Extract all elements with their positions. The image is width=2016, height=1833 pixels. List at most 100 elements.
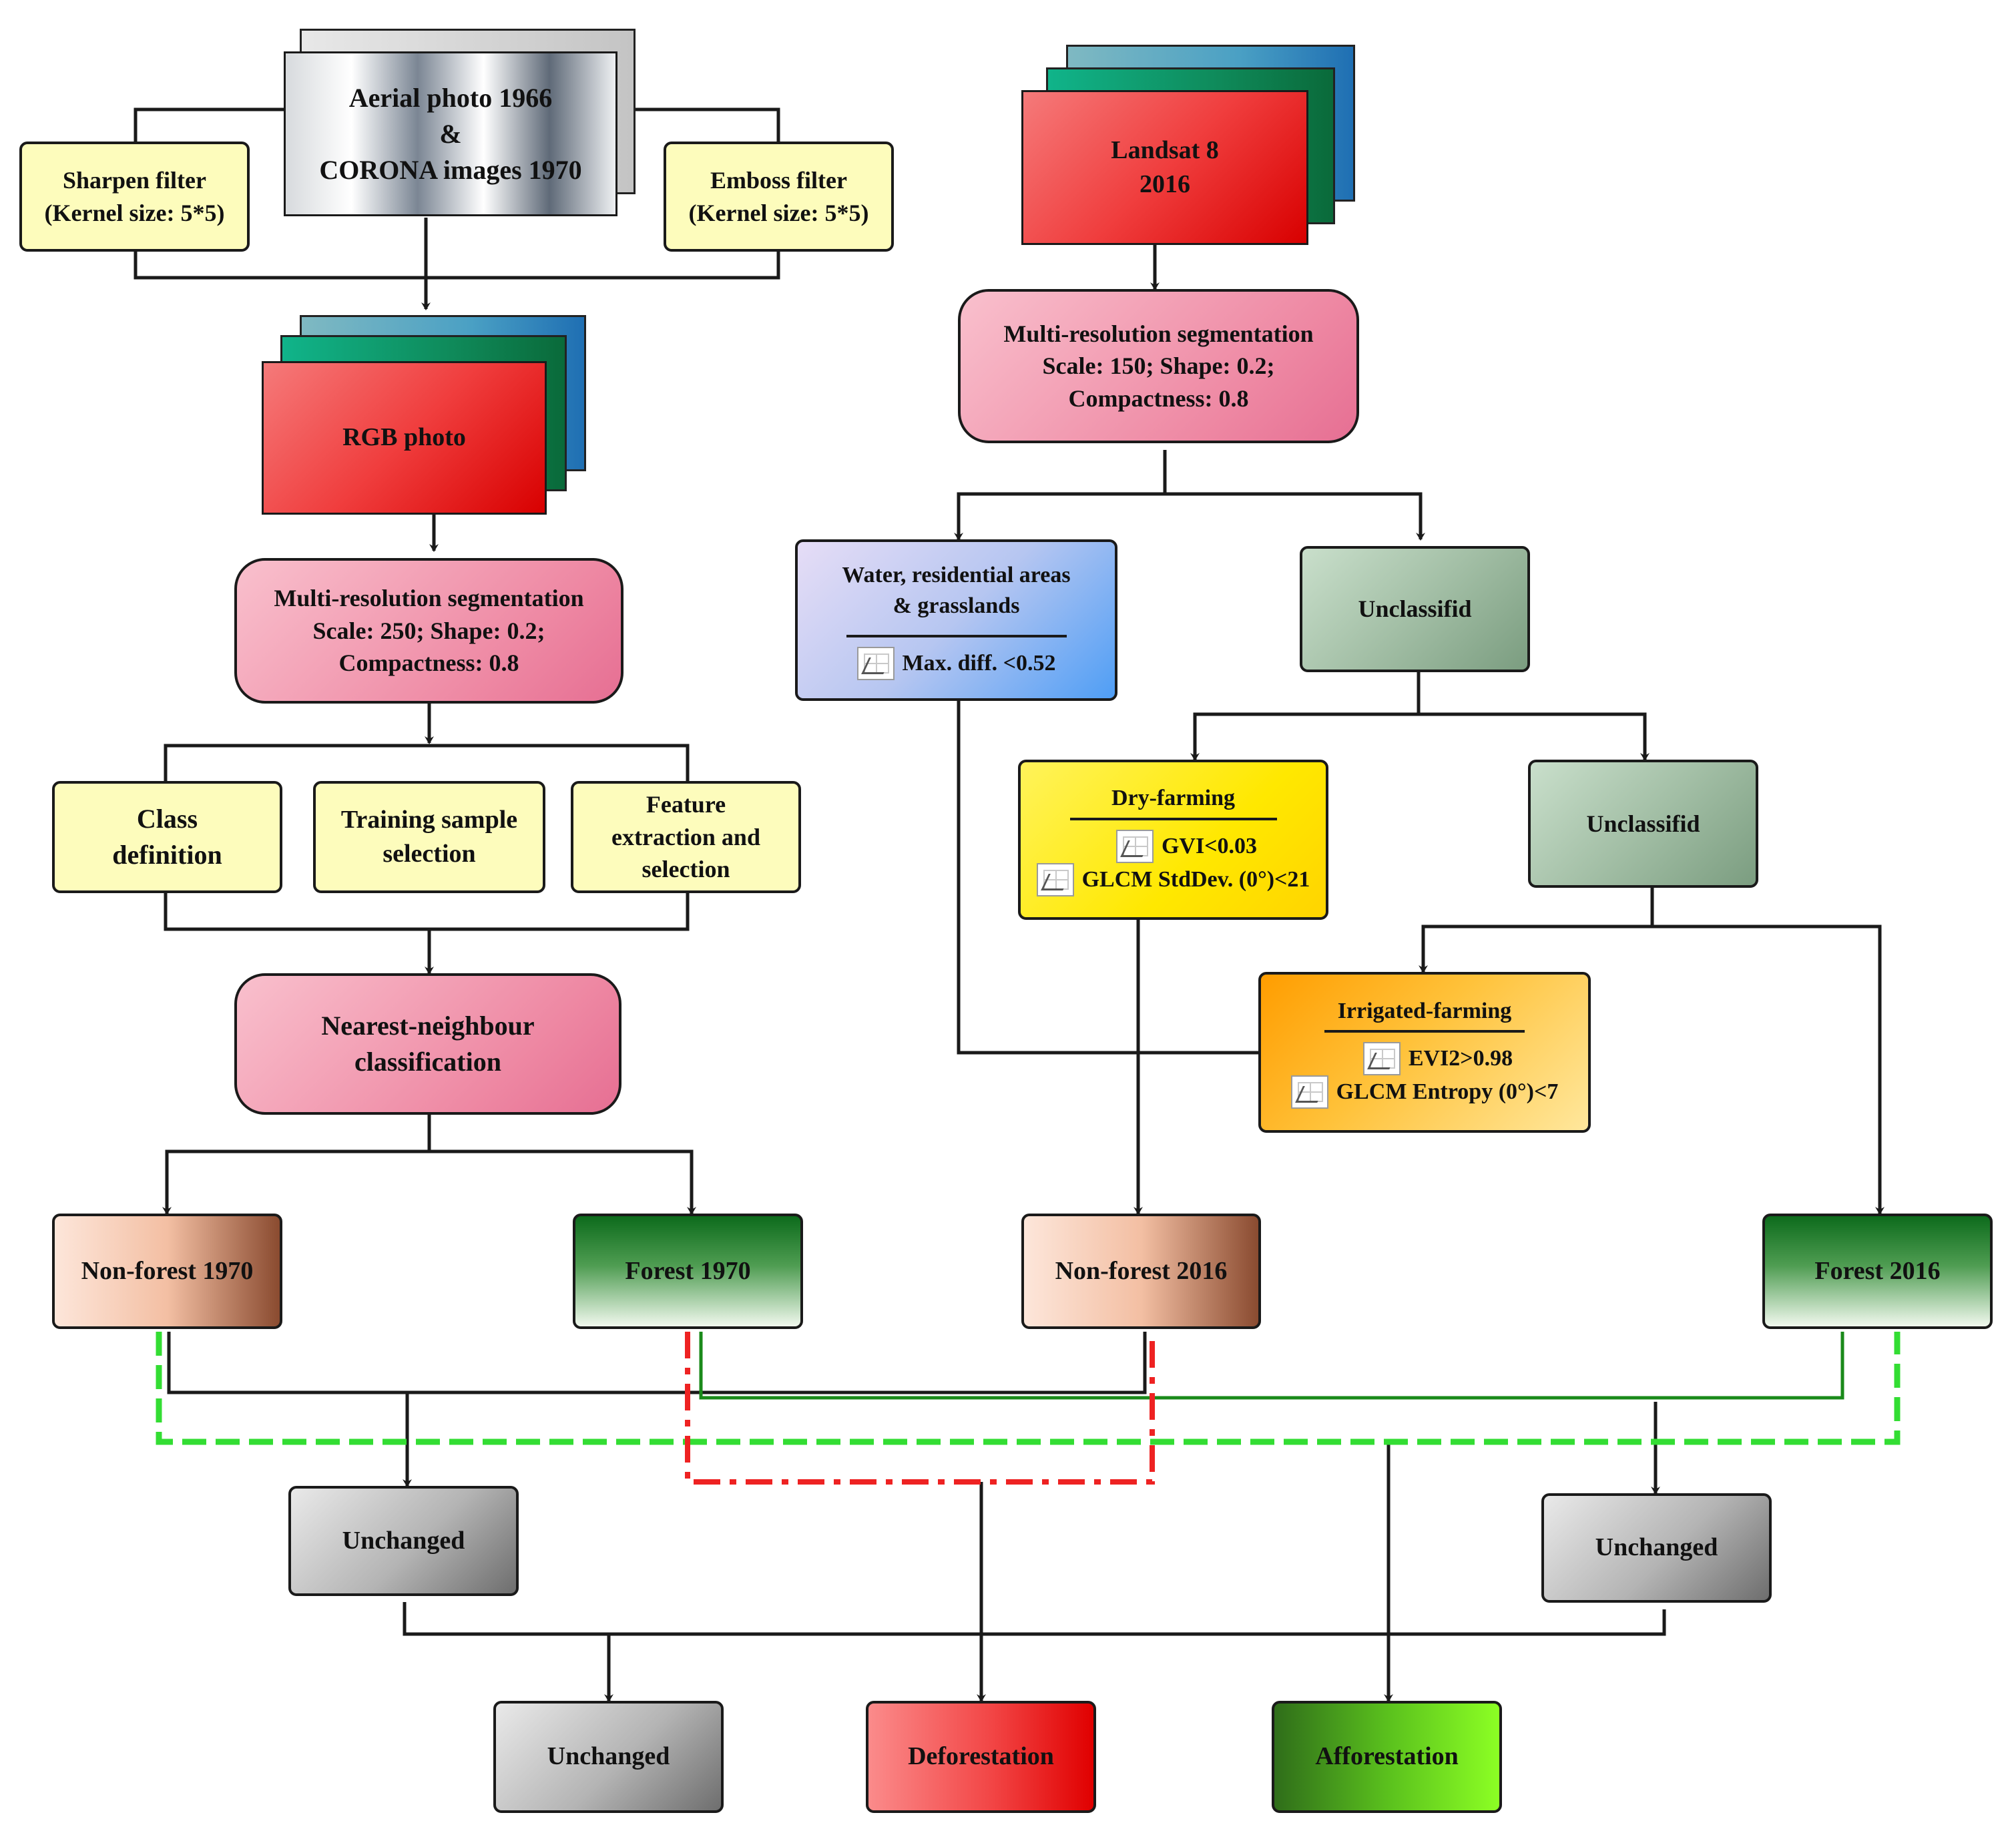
nonforest-1970-box: Non-forest 1970: [52, 1214, 282, 1329]
deforestation-label: Deforestation: [908, 1742, 1054, 1771]
seg2016-line-3: Compactness: 0.8: [1068, 384, 1249, 412]
connector-nonforest-unchanged: [167, 1332, 1147, 1394]
water-title-2: & grasslands: [846, 591, 1067, 637]
connector-unclass1-split: [1417, 672, 1650, 761]
training-line-2: selection: [383, 840, 476, 868]
unclassified-2-box: Unclassifid: [1528, 760, 1758, 888]
connector-unchanged-merge: [403, 1602, 1666, 1636]
seg1970-line-1: Multi-resolution segmentation: [274, 585, 584, 612]
afforestation-label: Afforestation: [1315, 1742, 1459, 1771]
segmentation-2016-box: Multi-resolution segmentation Scale: 150…: [958, 289, 1359, 443]
emboss-line-2: (Kernel size: 5*5): [688, 199, 869, 226]
nonforest1970-label: Non-forest 1970: [81, 1256, 254, 1285]
rgb-label: RGB photo: [342, 423, 466, 452]
landsat-box: Landsat 8 2016: [1021, 90, 1308, 245]
training-sample-box: Training sample selection: [313, 781, 545, 893]
connector-nn-left: [162, 1149, 429, 1215]
water-title-1: Water, residential areas: [842, 563, 1071, 588]
landsat-line-2: 2016: [1140, 170, 1190, 198]
connector-seg2016-water: [954, 492, 1165, 541]
feature-chart-icon: [856, 646, 895, 680]
unch-bottom-label: Unchanged: [547, 1742, 670, 1771]
water-rule-row: Max. diff. <0.52: [856, 646, 1056, 680]
nonforest2016-label: Non-forest 2016: [1055, 1256, 1228, 1285]
aerial-line-1: Aerial photo 1966: [348, 82, 553, 113]
forest-2016-box: Forest 2016: [1762, 1214, 1993, 1329]
nearest-neighbour-box: Nearest-neighbour classification: [234, 973, 621, 1115]
dry-farming-box: Dry-farming GVI<0.03 GLCM StdDev. (0°)<2…: [1018, 760, 1328, 920]
forest-1970-box: Forest 1970: [573, 1214, 803, 1329]
feature-line-1: Feature: [646, 791, 726, 818]
unch-right-label: Unchanged: [1595, 1533, 1718, 1562]
connector-sharpen-loop: [134, 247, 780, 280]
unch-left-label: Unchanged: [342, 1526, 465, 1555]
segmentation-1970-box: Multi-resolution segmentation Scale: 250…: [234, 558, 623, 704]
connector-seg2016-split: [1163, 450, 1425, 541]
water-rule: Max. diff. <0.52: [902, 650, 1056, 676]
connector-split-bar: [164, 744, 690, 781]
feature-chart-icon: [1036, 862, 1074, 896]
seg2016-line-2: Scale: 150; Shape: 0.2;: [1042, 352, 1275, 380]
connector-deforestation-dashed: [685, 1332, 1155, 1485]
water-residential-box: Water, residential areas & grasslands Ma…: [795, 539, 1117, 701]
nn-line-2: classification: [354, 1047, 501, 1077]
feature-chart-icon: [1115, 829, 1154, 863]
emboss-line-1: Emboss filter: [710, 166, 847, 194]
sharpen-line-2: (Kernel size: 5*5): [44, 199, 225, 226]
connector-nn-split: [427, 1115, 696, 1215]
irrig-rule-1-row: EVI2>0.98: [1362, 1042, 1513, 1076]
class-def-line-2: definition: [112, 840, 222, 870]
seg1970-line-2: Scale: 250; Shape: 0.2;: [312, 617, 545, 644]
dry-rule-2-row: GLCM StdDev. (0°)<21: [1036, 862, 1310, 896]
class-definition-box: Class definition: [52, 781, 282, 893]
deforestation-box: Deforestation: [866, 1701, 1096, 1813]
irrig-rule-1: EVI2>0.98: [1408, 1046, 1513, 1071]
forest1970-label: Forest 1970: [625, 1256, 751, 1285]
connector-unclass1-dry: [1190, 712, 1419, 761]
dry-rule-1: GVI<0.03: [1161, 833, 1258, 858]
irrig-title: Irrigated-farming: [1324, 996, 1525, 1033]
feature-line-2: extraction and: [611, 823, 760, 850]
connector-boxes-bottom: [164, 893, 690, 931]
aerial-line-2: &: [439, 118, 462, 149]
emboss-filter-box: Emboss filter (Kernel size: 5*5): [664, 142, 894, 252]
connector-unclass2-irrig: [1419, 888, 1654, 973]
nn-line-1: Nearest-neighbour: [321, 1011, 535, 1041]
dry-title: Dry-farming: [1069, 783, 1277, 820]
rgb-photo-box: RGB photo: [262, 361, 547, 515]
unclass1-label: Unclassifid: [1358, 595, 1472, 623]
sharpen-line-1: Sharpen filter: [63, 166, 206, 194]
connector-water-irrig: [957, 701, 1258, 1055]
class-def-line-1: Class: [136, 804, 198, 834]
unchanged-right-box: Unchanged: [1541, 1493, 1772, 1603]
dry-rule-2: GLCM StdDev. (0°)<21: [1081, 866, 1310, 892]
feature-line-3: selection: [642, 856, 730, 883]
sharpen-filter-box: Sharpen filter (Kernel size: 5*5): [19, 142, 250, 252]
seg1970-line-3: Compactness: 0.8: [338, 649, 519, 677]
unchanged-left-box: Unchanged: [288, 1486, 519, 1596]
irrig-rule-2-row: GLCM Entropy (0°)<7: [1290, 1075, 1559, 1109]
landsat-line-1: Landsat 8: [1111, 136, 1219, 164]
dry-rule-1-row: GVI<0.03: [1115, 829, 1258, 863]
irrigated-farming-box: Irrigated-farming EVI2>0.98 GLCM Entropy…: [1258, 972, 1591, 1133]
connector-unclass2-forest: [1652, 925, 1884, 1215]
connector-aerial-sharpen: [134, 107, 284, 142]
unclass2-label: Unclassifid: [1586, 810, 1700, 837]
connector-aerial-emboss: [630, 107, 780, 142]
forest2016-label: Forest 2016: [1814, 1256, 1941, 1285]
aerial-line-3: CORONA images 1970: [319, 154, 582, 185]
seg2016-line-1: Multi-resolution segmentation: [1003, 320, 1314, 347]
unclassified-1-box: Unclassifid: [1300, 546, 1530, 672]
training-line-1: Training sample: [340, 805, 518, 834]
unchanged-final-box: Unchanged: [493, 1701, 724, 1813]
feature-chart-icon: [1362, 1042, 1401, 1076]
feature-extraction-box: Feature extraction and selection: [571, 781, 801, 893]
afforestation-box: Afforestation: [1272, 1701, 1502, 1813]
connector-afforestation-dashed: [156, 1332, 1901, 1445]
aerial-photo-box: Aerial photo 1966 & CORONA images 1970: [284, 51, 617, 216]
irrig-rule-2: GLCM Entropy (0°)<7: [1336, 1079, 1559, 1105]
nonforest-2016-box: Non-forest 2016: [1021, 1214, 1261, 1329]
connector-forest-unchanged: [699, 1332, 1844, 1400]
